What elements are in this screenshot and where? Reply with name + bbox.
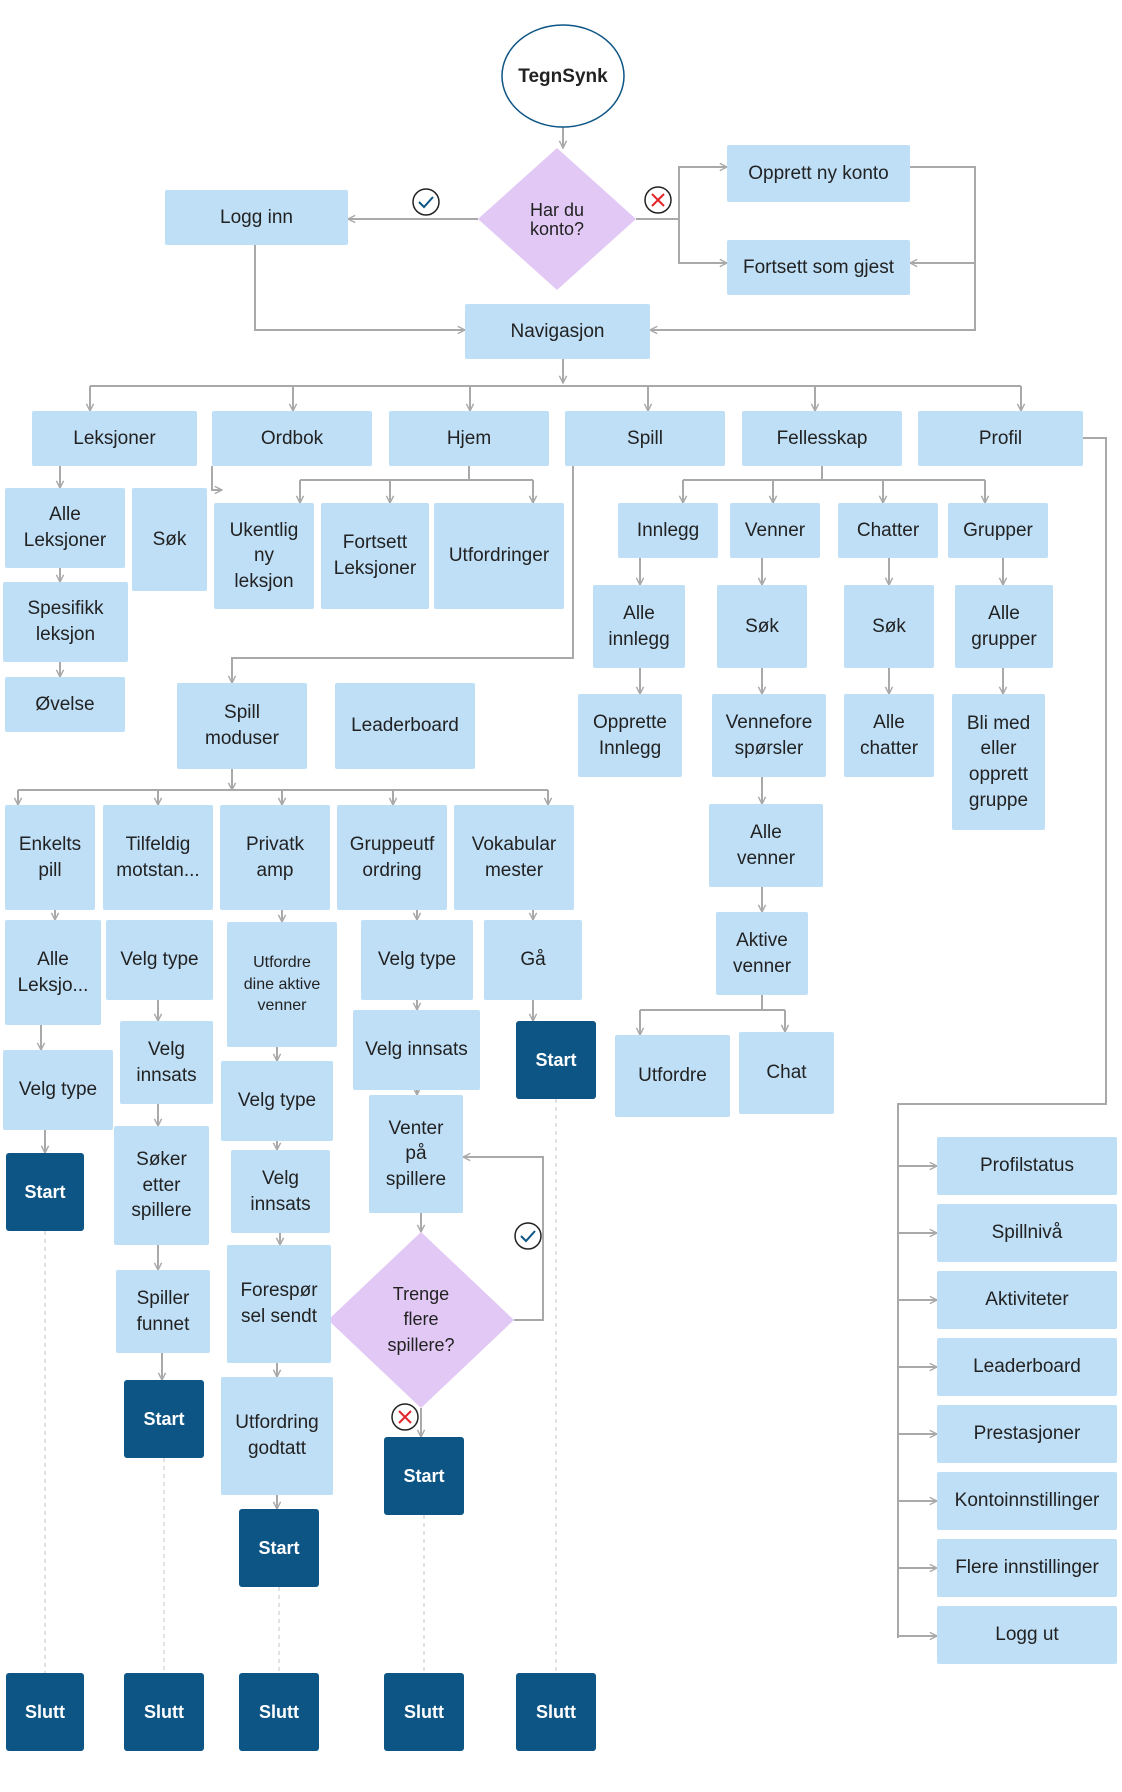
account-settings-item[interactable]: Kontoinnstillinger <box>937 1472 1117 1530</box>
challenge-friend-node: Utfordre <box>615 1035 730 1117</box>
cross-icon <box>644 186 672 214</box>
nav-fellesskap[interactable]: Fellesskap <box>742 411 902 466</box>
guest-button[interactable]: Fortsett som gjest <box>727 240 910 295</box>
all-posts-node: Alle innlegg <box>593 585 685 668</box>
challenge-active-friends-node: Utfordre dine aktive venner <box>227 922 337 1047</box>
nav-profil[interactable]: Profil <box>918 411 1083 466</box>
friends-search-node: Søk <box>717 585 807 668</box>
nav-leksjoner[interactable]: Leksjoner <box>32 411 197 466</box>
active-friends-node: Aktive venner <box>716 912 808 995</box>
go-node: Gå <box>484 920 582 1000</box>
select-type-node: Velg type <box>221 1061 333 1141</box>
game-level-item[interactable]: Spillnivå <box>937 1204 1117 1262</box>
groups-node: Grupper <box>948 503 1048 558</box>
group-challenge-node: Gruppeutf ordring <box>337 805 447 910</box>
connector-line <box>636 167 727 220</box>
navigation-node: Navigasjon <box>465 304 650 359</box>
start-button[interactable]: Start <box>6 1153 84 1231</box>
connector-line <box>678 219 727 263</box>
nav-spill[interactable]: Spill <box>565 411 725 466</box>
connector-line <box>232 466 574 683</box>
connector-line <box>897 437 1107 1638</box>
chat-node: Chat <box>739 1032 834 1114</box>
end-node: Slutt <box>124 1673 204 1751</box>
start-button[interactable]: Start <box>516 1021 596 1099</box>
game-leaderboard-node: Leaderboard <box>335 683 475 769</box>
decision-trenge-flere-spillere <box>328 1232 514 1408</box>
exercise-node: Øvelse <box>5 677 125 732</box>
profile-status-item[interactable]: Profilstatus <box>937 1137 1117 1195</box>
app-title: TegnSynk <box>518 66 608 87</box>
check-icon <box>514 1222 542 1250</box>
connector-line <box>463 1157 544 1321</box>
connector-lines <box>18 127 1107 1673</box>
select-stake-node: Velg innsats <box>120 1021 213 1104</box>
create-post-node: Opprette Innlegg <box>578 694 682 777</box>
join-group-node: Bli med eller opprett gruppe <box>952 694 1045 830</box>
player-found-node: Spiller funnet <box>116 1270 210 1353</box>
end-node: Slutt <box>239 1673 319 1751</box>
specific-lesson-node: Spesifikk leksjon <box>3 582 128 662</box>
select-stake-node: Velg innsats <box>353 1010 480 1090</box>
connector-line <box>254 245 465 330</box>
random-opponent-node: Tilfeldig motstan... <box>103 805 213 910</box>
select-type-node: Velg type <box>106 920 213 1000</box>
nav-hjem[interactable]: Hjem <box>389 411 549 466</box>
select-type-node: Velg type <box>361 920 473 1000</box>
cross-icon <box>391 1403 419 1431</box>
start-button[interactable]: Start <box>239 1509 319 1587</box>
challenges-node: Utfordringer <box>434 503 564 609</box>
chats-node: Chatter <box>838 503 938 558</box>
all-groups-node: Alle grupper <box>955 585 1053 668</box>
end-node: Slutt <box>6 1673 84 1751</box>
start-button[interactable]: Start <box>124 1380 204 1458</box>
friend-requests-node: Vennefore spørsler <box>712 694 826 777</box>
decision-label-har-du-konto: Har du konto? <box>529 199 585 239</box>
select-stake-node: Velg innsats <box>231 1150 330 1233</box>
dictionary-search-node: Søk <box>132 488 207 591</box>
posts-node: Innlegg <box>618 503 718 558</box>
challenge-accepted-node: Utfordring godtatt <box>221 1377 333 1495</box>
chats-search-node: Søk <box>844 585 934 668</box>
singleplayer-node: Enkelts pill <box>5 805 95 910</box>
activities-item[interactable]: Aktiviteter <box>937 1271 1117 1329</box>
achievements-item[interactable]: Prestasjoner <box>937 1405 1117 1463</box>
weekly-lesson-node: Ukentlig ny leksjon <box>214 503 314 609</box>
friends-node: Venner <box>730 503 820 558</box>
logout-button[interactable]: Logg ut <box>937 1606 1117 1664</box>
all-lessons-game-node: Alle Leksjo... <box>5 920 101 1025</box>
create-account-button[interactable]: Opprett ny konto <box>727 145 910 202</box>
select-type-node: Velg type <box>3 1050 113 1130</box>
decision-label-trenge-flere: Trenge flere spillere? <box>387 1283 455 1355</box>
all-friends-node: Alle venner <box>709 804 823 887</box>
profile-leaderboard-item[interactable]: Leaderboard <box>937 1338 1117 1396</box>
connector-line <box>650 166 976 330</box>
connector-line <box>211 466 222 490</box>
start-button[interactable]: Start <box>384 1437 464 1515</box>
login-button[interactable]: Logg inn <box>165 190 348 245</box>
private-match-node: Privatk amp <box>220 805 330 910</box>
nav-ordbok[interactable]: Ordbok <box>212 411 372 466</box>
more-settings-item[interactable]: Flere innstillinger <box>937 1539 1117 1597</box>
request-sent-node: Forespør sel sendt <box>227 1245 331 1363</box>
waiting-players-node: Venter på spillere <box>369 1095 463 1213</box>
end-node: Slutt <box>384 1673 464 1751</box>
decision-har-du-konto <box>478 148 636 290</box>
all-lessons-node: Alle Leksjoner <box>5 488 125 568</box>
searching-players-node: Søker etter spillere <box>114 1126 209 1245</box>
all-chats-node: Alle chatter <box>844 694 934 777</box>
game-modes-node: Spill moduser <box>177 683 307 769</box>
vocabulary-master-node: Vokabular mester <box>454 805 574 910</box>
end-node: Slutt <box>516 1673 596 1751</box>
check-icon <box>412 188 440 216</box>
continue-lessons-node: Fortsett Leksjoner <box>321 503 429 609</box>
start-ellipse <box>501 24 625 128</box>
